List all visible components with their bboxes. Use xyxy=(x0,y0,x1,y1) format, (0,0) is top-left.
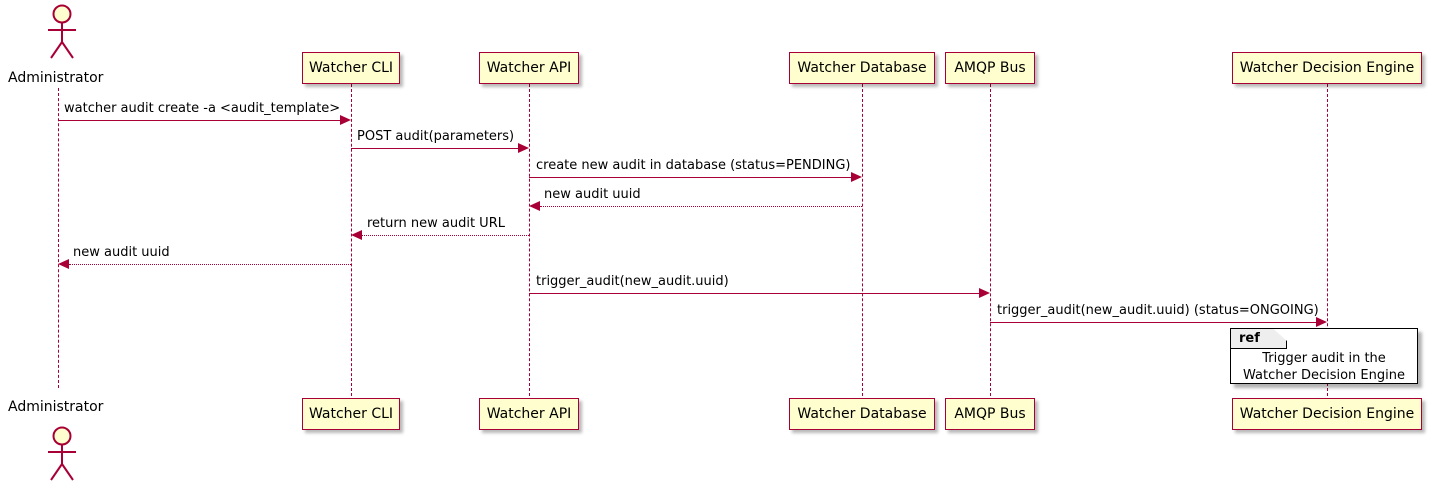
actor-administrator-bottom xyxy=(29,424,89,481)
participant-box-amqp-bus-top[interactable]: AMQP Bus xyxy=(945,52,1035,84)
participant-box-amqp-bus-bottom[interactable]: AMQP Bus xyxy=(945,398,1035,430)
lifeline-watcher-decision-engine xyxy=(1327,84,1328,396)
message-label-4: new audit uuid xyxy=(544,187,641,202)
message-label-1: watcher audit create -a <audit_template> xyxy=(64,101,341,116)
message-line-5 xyxy=(362,235,529,236)
participant-box-watcher-cli-bottom[interactable]: Watcher CLI xyxy=(302,398,400,430)
participant-box-watcher-decision-engine-top[interactable]: Watcher Decision Engine xyxy=(1232,52,1422,84)
message-line-7 xyxy=(529,293,979,294)
participant-label: Watcher API xyxy=(486,60,572,76)
message-line-2 xyxy=(351,148,518,149)
message-label-6: new audit uuid xyxy=(73,245,170,260)
participant-label: Watcher Database xyxy=(797,406,927,422)
message-label-8: trigger_audit(new_audit.uuid) (status=ON… xyxy=(997,303,1319,318)
participant-box-watcher-api-top[interactable]: Watcher API xyxy=(479,52,579,84)
message-label-3: create new audit in database (status=PEN… xyxy=(536,158,851,173)
actor-label-top: Administrator xyxy=(8,70,104,86)
message-arrowhead-3 xyxy=(851,172,862,182)
ref-fragment-tab: ref xyxy=(1231,329,1287,349)
message-arrowhead-7 xyxy=(979,288,990,298)
message-label-2: POST audit(parameters) xyxy=(357,129,515,144)
participant-box-watcher-api-bottom[interactable]: Watcher API xyxy=(479,398,579,430)
lifeline-amqp-bus xyxy=(990,84,991,396)
actor-icon xyxy=(48,426,76,481)
participant-box-watcher-decision-engine-bottom[interactable]: Watcher Decision Engine xyxy=(1232,398,1422,430)
lifeline-administrator xyxy=(58,88,59,388)
ref-fragment-tab-label: ref xyxy=(1239,331,1260,346)
message-arrowhead-8 xyxy=(1316,317,1327,327)
message-label-7: trigger_audit(new_audit.uuid) xyxy=(536,274,729,289)
participant-label: Watcher CLI xyxy=(308,60,394,76)
participant-label: Watcher Decision Engine xyxy=(1239,60,1415,76)
message-arrowhead-4 xyxy=(529,201,540,211)
actor-label-bottom: Administrator xyxy=(8,399,104,415)
message-line-3 xyxy=(529,177,851,178)
ref-fragment-box: ref Trigger audit in the Watcher Decisio… xyxy=(1230,328,1418,384)
message-arrowhead-1 xyxy=(340,115,351,125)
participant-box-watcher-database-bottom[interactable]: Watcher Database xyxy=(789,398,935,430)
actor-icon xyxy=(48,4,76,59)
lifeline-watcher-cli xyxy=(351,84,352,396)
message-line-4 xyxy=(540,206,862,207)
message-arrowhead-2 xyxy=(518,143,529,153)
participant-label: Watcher Decision Engine xyxy=(1239,406,1415,422)
actor-administrator-top xyxy=(29,2,89,59)
ref-fragment-line-2: Watcher Decision Engine xyxy=(1243,367,1405,383)
message-line-1 xyxy=(58,120,340,121)
ref-fragment-line-1: Trigger audit in the xyxy=(1262,351,1386,366)
participant-box-watcher-cli-top[interactable]: Watcher CLI xyxy=(302,52,400,84)
participant-box-watcher-database-top[interactable]: Watcher Database xyxy=(789,52,935,84)
participant-label: Watcher Database xyxy=(797,60,927,76)
participant-label: AMQP Bus xyxy=(954,60,1026,76)
participant-label: Watcher CLI xyxy=(308,406,394,422)
participant-label: AMQP Bus xyxy=(954,406,1026,422)
lifeline-watcher-database xyxy=(862,84,863,396)
message-line-6 xyxy=(69,264,351,265)
ref-fragment-body: Trigger audit in the Watcher Decision En… xyxy=(1231,351,1417,385)
message-arrowhead-5 xyxy=(351,230,362,240)
lifeline-watcher-api xyxy=(529,84,530,396)
message-line-8 xyxy=(990,322,1316,323)
message-arrowhead-6 xyxy=(58,259,69,269)
message-label-5: return new audit URL xyxy=(367,216,505,231)
participant-label: Watcher API xyxy=(486,406,572,422)
